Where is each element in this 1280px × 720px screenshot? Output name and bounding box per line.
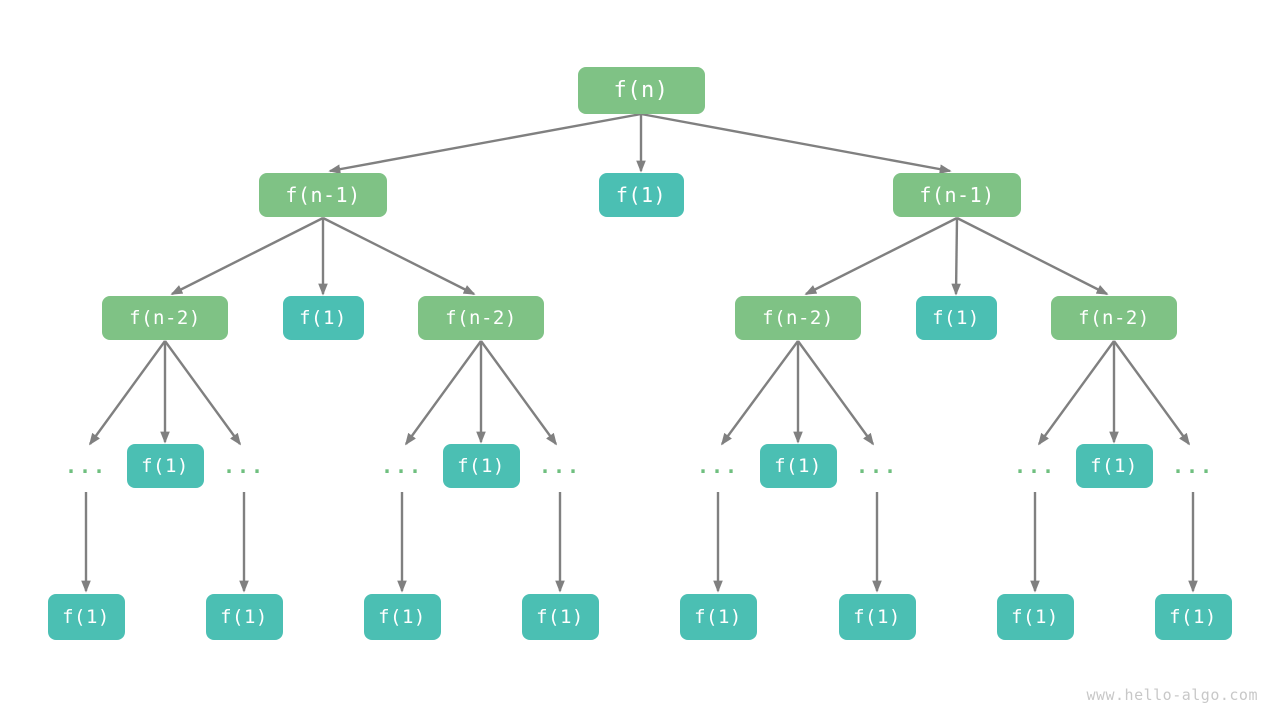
tree-node-n4d[interactable]: f(1) — [521, 594, 599, 640]
edge-n2a-to-e1 — [89, 340, 166, 446]
tree-node-n4g[interactable]: f(1) — [996, 594, 1074, 640]
tree-node-n4b[interactable]: f(1) — [205, 594, 283, 640]
edge-n2a-to-e2 — [164, 340, 241, 446]
tree-node-n3d[interactable]: f(1) — [1075, 444, 1153, 488]
edge-n2d-to-e5 — [721, 340, 799, 446]
edge-n2f-to-e8 — [1113, 340, 1190, 446]
ellipsis-e4: ... — [538, 454, 582, 478]
edge-n1c-to-n2e — [951, 217, 961, 296]
tree-node-n4e[interactable]: f(1) — [679, 594, 757, 640]
watermark: www.hello-algo.com — [1086, 686, 1258, 704]
tree-node-n2b[interactable]: f(1) — [282, 296, 364, 340]
tree-node-n4a[interactable]: f(1) — [47, 594, 125, 640]
tree-node-n2e[interactable]: f(1) — [915, 296, 997, 340]
tree-node-n0[interactable]: f(n) — [577, 66, 705, 114]
edge-n0-to-n1c — [640, 112, 952, 174]
ellipsis-e1: ... — [64, 454, 108, 478]
tree-node-n4f[interactable]: f(1) — [838, 594, 916, 640]
edge-n0-to-n1a — [328, 112, 642, 174]
edge-n2d-to-e6 — [797, 340, 874, 446]
tree-node-n1b[interactable]: f(1) — [598, 173, 684, 217]
edge-n2c-to-e4 — [480, 340, 557, 446]
tree-node-n4c[interactable]: f(1) — [363, 594, 441, 640]
ellipsis-e6: ... — [855, 454, 899, 478]
tree-node-n2c[interactable]: f(n-2) — [418, 296, 544, 340]
ellipsis-e8: ... — [1171, 454, 1215, 478]
edge-n2f-to-e7 — [1038, 340, 1115, 446]
ellipsis-e7: ... — [1013, 454, 1057, 478]
ellipsis-e5: ... — [696, 454, 740, 478]
tree-node-n1a[interactable]: f(n-1) — [259, 173, 387, 217]
tree-node-n4h[interactable]: f(1) — [1154, 594, 1232, 640]
tree-node-n2f[interactable]: f(n-2) — [1051, 296, 1177, 340]
ellipsis-e2: ... — [222, 454, 266, 478]
edge-n1a-to-n2a — [170, 216, 324, 296]
edge-n1a-to-n2c — [322, 216, 476, 296]
tree-node-n2a[interactable]: f(n-2) — [102, 296, 228, 340]
ellipsis-e3: ... — [380, 454, 424, 478]
tree-node-n3c[interactable]: f(1) — [759, 444, 837, 488]
edge-n2c-to-e3 — [405, 340, 482, 446]
edge-n1c-to-n2f — [956, 216, 1109, 296]
edge-n1c-to-n2d — [804, 216, 958, 296]
tree-node-n3b[interactable]: f(1) — [442, 444, 520, 488]
tree-node-n2d[interactable]: f(n-2) — [735, 296, 861, 340]
tree-node-n1c[interactable]: f(n-1) — [893, 173, 1021, 217]
tree-node-n3a[interactable]: f(1) — [126, 444, 204, 488]
